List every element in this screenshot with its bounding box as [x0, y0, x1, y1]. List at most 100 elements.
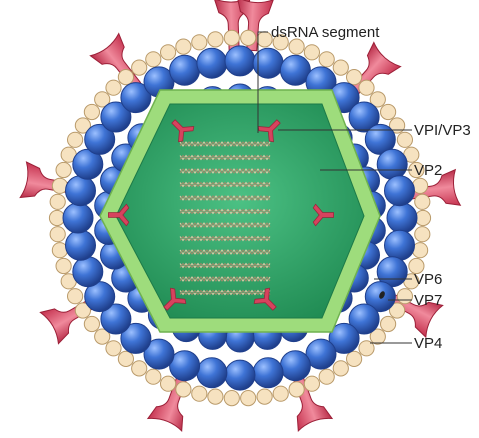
- dsrna-strand: [179, 154, 271, 161]
- vp6-sphere: [120, 322, 152, 354]
- dsrna-strand: [179, 276, 271, 282]
- dsrna-strand: [179, 208, 271, 215]
- vp7-bead: [94, 328, 111, 345]
- vp6-sphere: [100, 303, 132, 335]
- vp6-sphere: [252, 357, 284, 389]
- dsrna-strand: [179, 154, 271, 161]
- dsrna-strand: [179, 289, 271, 296]
- dsrna-strand: [179, 249, 271, 255]
- label-vp1-vp3: VPI/VP3: [414, 122, 471, 139]
- dsrna-strand: [179, 235, 271, 242]
- vp7-bead: [105, 79, 122, 96]
- vp6-sphere: [386, 202, 418, 234]
- vp7-bead: [256, 388, 273, 405]
- vp7-bead: [48, 209, 66, 227]
- vp6-sphere: [196, 357, 228, 389]
- vp7-bead: [223, 29, 240, 47]
- vp6-sphere: [224, 45, 256, 77]
- vp7-bead: [396, 288, 413, 305]
- vp6-sphere: [169, 350, 201, 382]
- vp7-bead: [272, 34, 289, 51]
- vp7-bead-layer: [48, 29, 432, 407]
- vp6-sphere: [384, 175, 415, 207]
- dsrna-strand: [179, 262, 271, 269]
- vp7-bead: [207, 388, 224, 405]
- vp6-sphere: [84, 123, 116, 155]
- vp7-bead: [240, 390, 257, 407]
- vp7-bead: [191, 385, 208, 402]
- dsrna-strand: [179, 168, 271, 174]
- vp6-sphere: [348, 101, 380, 133]
- vp6-sphere: [224, 359, 256, 391]
- vp7-bead: [175, 38, 192, 55]
- vp7-bead: [83, 103, 101, 121]
- vp6-sphere: [196, 47, 228, 79]
- vp7-bead: [414, 226, 431, 243]
- vp6-sphere: [143, 338, 175, 370]
- vp7-bead: [256, 31, 273, 48]
- vp7-bead: [55, 161, 72, 179]
- vp7-bead: [105, 340, 122, 357]
- vp6-sphere: [72, 256, 104, 288]
- vp7-bead: [332, 360, 349, 377]
- dsrna-strand: [179, 181, 271, 188]
- vp7-bead: [175, 381, 192, 398]
- vp7-bead: [369, 91, 386, 108]
- vp6-sphere: [279, 350, 311, 382]
- vp7-bead: [358, 340, 375, 357]
- vp7-bead: [346, 350, 363, 367]
- dsrna-strand: [179, 289, 271, 296]
- vp7-bead: [131, 360, 148, 377]
- dsrna-strand: [179, 235, 271, 242]
- dsrna-strand: [179, 141, 271, 147]
- dsrna-strand: [179, 141, 271, 147]
- dsrna-strand: [179, 276, 271, 282]
- vp7-bead: [272, 385, 289, 402]
- vp6-sphere: [169, 54, 201, 86]
- dsrna-strand: [179, 195, 271, 201]
- vp7-bead: [380, 315, 397, 333]
- vp7-bead: [288, 38, 305, 55]
- vp6-sphere: [65, 175, 96, 207]
- vp7-bead: [160, 44, 177, 61]
- dsrna-strand: [179, 181, 271, 188]
- vp7-bead: [303, 375, 320, 392]
- vp7-bead: [145, 368, 162, 385]
- vp6-sphere: [120, 82, 152, 114]
- vp6-sphere: [348, 303, 380, 335]
- vp6-sphere: [62, 202, 94, 234]
- vp7-bead: [55, 257, 72, 275]
- vp7-bead: [67, 131, 84, 148]
- vp7-bead: [117, 69, 135, 86]
- vp7-bead: [49, 193, 66, 210]
- vp7-bead: [389, 302, 406, 319]
- vp7-bead: [74, 302, 92, 319]
- vp7-bead: [414, 209, 432, 227]
- vp7-bead: [160, 375, 177, 392]
- vp6-sphere: [376, 148, 408, 180]
- vp7-bead: [117, 350, 135, 367]
- vp7-bead: [131, 59, 148, 76]
- dsrna-strand: [179, 222, 271, 228]
- label-vp4: VP4: [414, 335, 442, 352]
- vp7-bead: [207, 31, 224, 48]
- vp7-bead: [303, 44, 320, 61]
- vp7-marker: [379, 291, 385, 299]
- vp7-bead: [408, 257, 425, 275]
- vp6-sphere: [100, 101, 132, 133]
- vp7-bead: [94, 91, 111, 108]
- vp7-bead: [74, 117, 92, 134]
- label-vp2: VP2: [414, 162, 442, 179]
- vp6-sphere: [65, 229, 96, 261]
- vp7-bead: [414, 193, 431, 210]
- dsrna-strand: [179, 195, 271, 201]
- label-dsrna-segment: dsRNA segment: [271, 24, 380, 41]
- vp7-bead: [288, 381, 305, 398]
- label-vp6: VP6: [414, 271, 442, 288]
- vp7-bead: [318, 368, 335, 385]
- vp7-bead: [332, 59, 349, 76]
- dsrna-strand: [179, 168, 271, 174]
- vp7-bead: [191, 34, 208, 51]
- vp6-sphere: [384, 229, 415, 261]
- vp7-bead: [49, 226, 66, 243]
